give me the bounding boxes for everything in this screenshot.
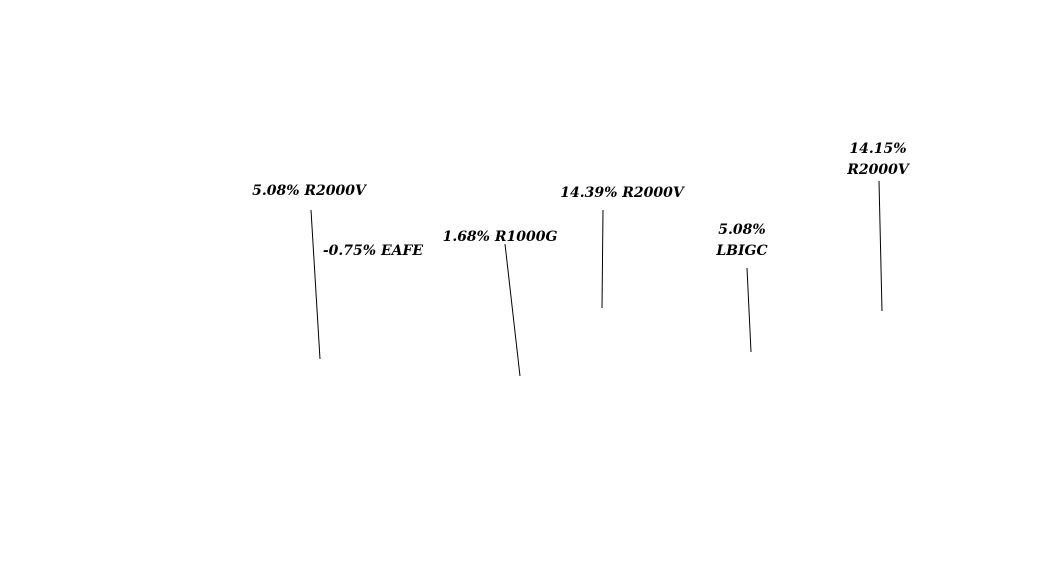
annotation-label: 5.08% R2000V: [252, 183, 368, 199]
annotation-6: 14.15% R2000V: [846, 141, 911, 312]
annotation-1: 5.08% R2000V: [252, 183, 368, 360]
annotation-label: -0.75% EAFE: [323, 243, 424, 259]
annotation-label-line: 5.08% R2000V: [252, 183, 368, 199]
annotation-label-line: -0.75% EAFE: [323, 243, 424, 259]
annotation-label-line: 1.68% R1000G: [443, 229, 558, 245]
annotation-3: 1.68% R1000G: [443, 229, 558, 377]
annotation-label: 1.68% R1000G: [443, 229, 558, 245]
annotation-label: 14.39% R2000V: [560, 185, 686, 201]
annotation-label-line: R2000V: [846, 162, 911, 178]
annotation-label: 5.08% LBIGC: [715, 222, 767, 259]
annotation-layer: 5.08% R2000V -0.75% EAFE 1.68% R1000G 14.39…: [252, 141, 911, 377]
annotation-label-line: LBIGC: [715, 243, 767, 259]
leader-line: [310, 209, 321, 360]
annotation-label-line: 14.15%: [849, 141, 906, 157]
annotation-4: 14.39% R2000V: [560, 185, 686, 309]
leader-line: [601, 209, 604, 309]
leader-line: [504, 243, 521, 377]
annotation-5: 5.08% LBIGC: [715, 222, 768, 353]
annotation-2: -0.75% EAFE: [323, 243, 424, 259]
annotation-label-line: 5.08%: [718, 222, 765, 238]
annotation-label-line: 14.39% R2000V: [560, 185, 686, 201]
leader-line: [746, 267, 752, 353]
leader-line: [878, 180, 883, 312]
annotation-label: 14.15% R2000V: [846, 141, 911, 178]
